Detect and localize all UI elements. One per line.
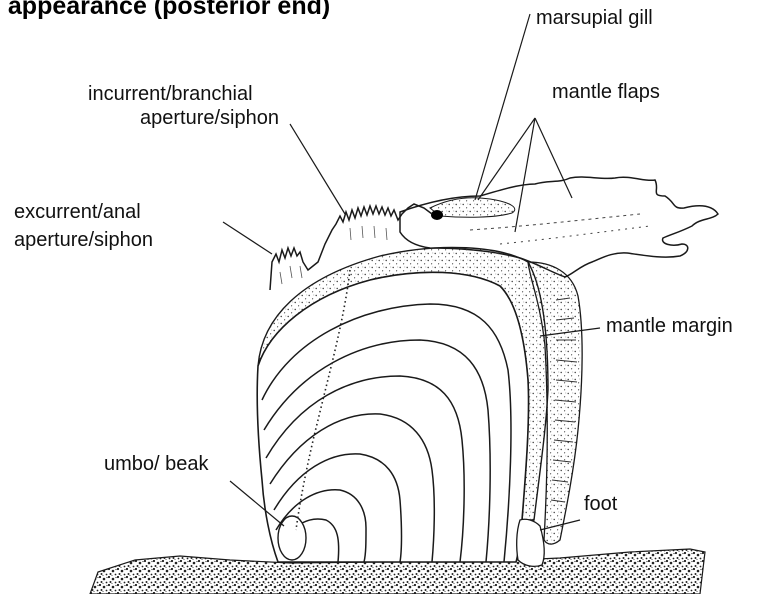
foot <box>517 519 544 566</box>
label-incurrent-line2: aperture/siphon <box>140 106 279 131</box>
eyespot <box>431 210 443 220</box>
label-marsupial-gill: marsupial gill <box>536 6 653 31</box>
label-excurrent-line2: aperture/siphon <box>14 228 153 253</box>
label-foot: foot <box>584 492 617 517</box>
label-mantle-margin: mantle margin <box>606 314 733 339</box>
label-incurrent-line1: incurrent/branchial <box>88 82 253 107</box>
umbo <box>278 516 306 560</box>
leader-marsupial-gill <box>475 14 530 200</box>
leader-incurrent <box>290 124 345 214</box>
label-excurrent-line1: excurrent/anal <box>14 200 141 225</box>
leader-excurrent <box>223 222 272 254</box>
label-umbo: umbo/ beak <box>104 452 209 477</box>
label-mantle-flaps: mantle flaps <box>552 80 660 105</box>
